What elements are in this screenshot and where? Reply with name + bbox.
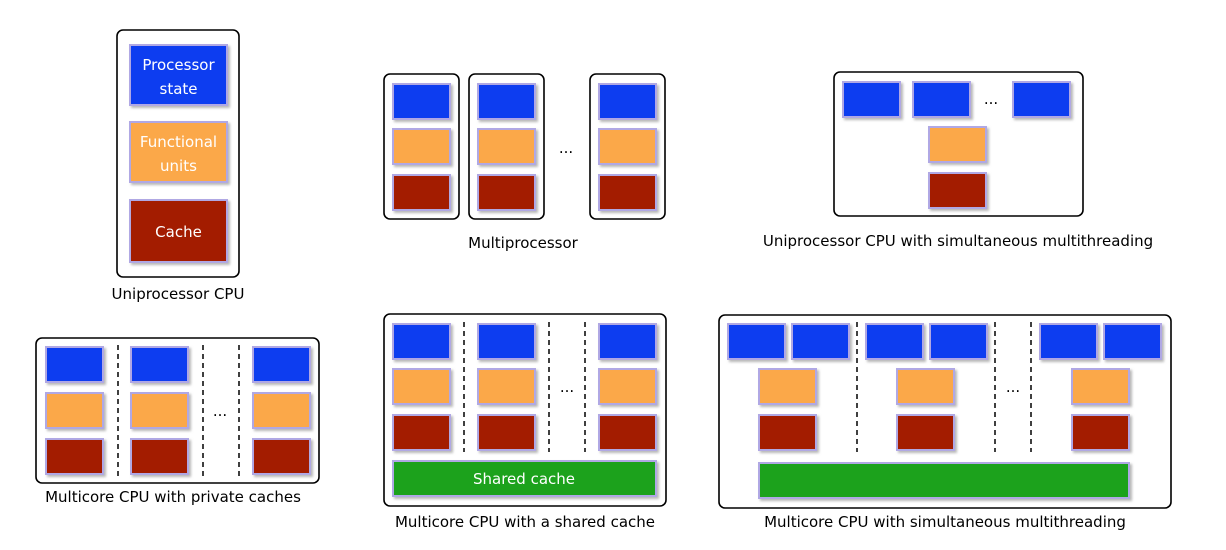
shared-cache-label: Shared cache [473, 470, 575, 488]
cache-block [928, 172, 987, 209]
processor-state-block [727, 323, 786, 360]
cache-label: Cache [155, 223, 202, 241]
cache-block [598, 174, 657, 211]
processor-state-block [252, 346, 311, 383]
functional-units-block [477, 368, 536, 405]
functional-units-block [598, 128, 657, 165]
multicore-private-caption: Multicore CPU with private caches [45, 488, 301, 506]
processor-state-block [392, 83, 451, 120]
functional-units-block [129, 121, 228, 183]
processor-state-block [929, 323, 988, 360]
multicore-private-group: ... Multicore CPU with private caches [35, 337, 320, 506]
cache-block [477, 174, 536, 211]
processor-state-block [598, 83, 657, 120]
multicore-smt-caption: Multicore CPU with simultaneous multithr… [764, 513, 1126, 531]
shared-cache-block [758, 462, 1130, 499]
ellipsis: ... [984, 90, 998, 108]
ellipsis: ... [559, 139, 573, 157]
multicore-smt-frame [718, 314, 1172, 509]
functional-units-block [1071, 368, 1130, 405]
multicore-shared-frame [383, 313, 667, 507]
cache-block [130, 438, 189, 475]
processor-state-block [865, 323, 924, 360]
processor-state-block [1039, 323, 1098, 360]
uniprocessor-group: Processor state Functional units Cache U… [112, 29, 245, 303]
functional-units-block [598, 368, 657, 405]
ellipsis: ... [213, 402, 227, 420]
functional-units-block [477, 128, 536, 165]
functional-units-label-2: units [160, 157, 197, 175]
processor-state-block [129, 44, 228, 106]
cache-block [129, 199, 228, 263]
multicore-shared-group: ... Shared cache Multicore CPU with a sh… [383, 313, 667, 531]
cache-block [896, 414, 955, 451]
shared-cache-block [392, 460, 657, 497]
smt-group: ... Uniprocessor CPU with simultaneous m… [763, 71, 1153, 250]
smt-caption: Uniprocessor CPU with simultaneous multi… [763, 232, 1153, 250]
functional-units-block [928, 126, 987, 163]
functional-units-label-1: Functional [140, 133, 217, 151]
processor-state-label-2: state [160, 80, 198, 98]
processor-state-block [477, 323, 536, 360]
processor-state-block [1103, 323, 1162, 360]
uniprocessor-caption: Uniprocessor CPU [112, 285, 245, 303]
multiprocessor-caption: Multiprocessor [468, 234, 578, 252]
functional-units-block [252, 392, 311, 429]
processor-state-block [912, 81, 971, 118]
multicore-smt-group: ... Multicore CPU with simultaneous mult… [718, 314, 1172, 531]
cache-block [392, 174, 451, 211]
processor-state-block [842, 81, 901, 118]
ellipsis: ... [1006, 378, 1020, 396]
functional-units-block [392, 128, 451, 165]
processor-state-label-1: Processor [142, 56, 215, 74]
functional-units-block [758, 368, 817, 405]
processor-state-block [130, 346, 189, 383]
cache-block [392, 414, 451, 451]
functional-units-block [392, 368, 451, 405]
processor-state-block [477, 83, 536, 120]
cache-block [758, 414, 817, 451]
processor-state-block [392, 323, 451, 360]
multicore-shared-caption: Multicore CPU with a shared cache [395, 513, 655, 531]
ellipsis: ... [560, 378, 574, 396]
functional-units-block [130, 392, 189, 429]
cache-block [1071, 414, 1130, 451]
multiprocessor-group: ... Multiprocessor [383, 73, 666, 252]
processor-state-block [1012, 81, 1071, 118]
cache-block [477, 414, 536, 451]
processor-state-block [45, 346, 104, 383]
processor-state-block [598, 323, 657, 360]
cache-block [598, 414, 657, 451]
processor-state-block [791, 323, 850, 360]
functional-units-block [896, 368, 955, 405]
cache-block [45, 438, 104, 475]
cache-block [252, 438, 311, 475]
functional-units-block [45, 392, 104, 429]
